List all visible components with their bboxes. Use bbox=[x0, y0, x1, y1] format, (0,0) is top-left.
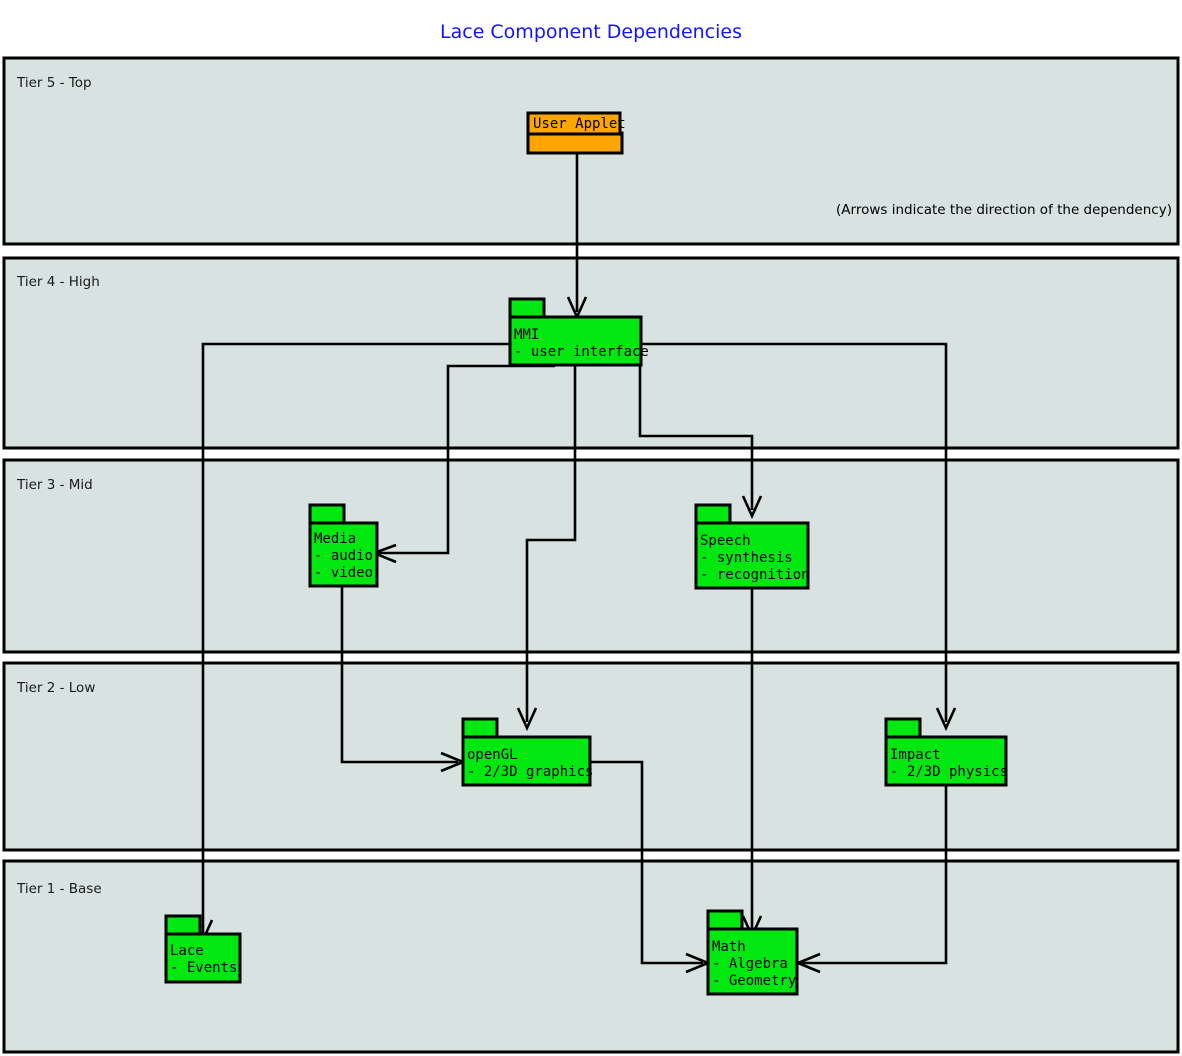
impact-tab bbox=[884, 717, 922, 740]
dependency-connectors bbox=[193, 153, 957, 974]
mmi-body bbox=[508, 315, 643, 367]
speech-tab bbox=[694, 503, 732, 526]
impact-name: Impact bbox=[890, 747, 941, 763]
connector-mmi-lace bbox=[201, 342, 510, 935]
media-name: Media bbox=[314, 531, 356, 547]
tier-4-label: Tier 4 - High bbox=[16, 274, 100, 290]
connector-media-opengl bbox=[340, 586, 458, 764]
mmi-detail-0: - user interface bbox=[514, 344, 649, 360]
connector-mmi-speech bbox=[638, 344, 754, 510]
lace-tab bbox=[164, 914, 202, 937]
package-lace[interactable]: Lace - Events bbox=[164, 914, 242, 984]
math-detail-1: - Geometry bbox=[712, 973, 796, 989]
package-mmi[interactable]: MMI - user interface bbox=[508, 297, 649, 367]
arrow-direction-note: (Arrows indicate the direction of the de… bbox=[836, 202, 1172, 218]
connector-mmi-media bbox=[378, 364, 555, 555]
impact-detail-0: - 2/3D physics bbox=[890, 764, 1008, 780]
mmi-tab bbox=[508, 297, 546, 320]
tier-5-label: Tier 5 - Top bbox=[16, 75, 92, 91]
math-tab bbox=[706, 909, 744, 932]
media-detail-0: - audio bbox=[314, 548, 373, 564]
package-media[interactable]: Media - audio - video bbox=[308, 503, 379, 588]
tier-2-label: Tier 2 - Low bbox=[16, 680, 95, 696]
connector-mmi-impact bbox=[640, 342, 948, 722]
package-impact[interactable]: Impact - 2/3D physics bbox=[884, 717, 1008, 787]
math-detail-0: - Algebra bbox=[712, 956, 788, 972]
media-body bbox=[308, 521, 379, 588]
arrowhead-speech-top bbox=[741, 495, 763, 520]
tier-3-group: Tier 3 - Mid bbox=[2, 458, 1180, 654]
user-applet-tab bbox=[526, 111, 622, 136]
opengl-name: openGL bbox=[467, 747, 518, 763]
math-name: Math bbox=[712, 939, 746, 955]
lace-detail-0: - Events bbox=[170, 960, 237, 976]
opengl-detail-0: - 2/3D graphics bbox=[467, 764, 593, 780]
tier-3-container bbox=[2, 458, 1180, 654]
arrowhead-opengl-top bbox=[516, 707, 538, 732]
user-applet-body bbox=[526, 131, 624, 155]
speech-detail-1: - recognition bbox=[700, 567, 810, 583]
diagram-title: Lace Component Dependencies bbox=[440, 21, 742, 43]
package-math[interactable]: Math - Algebra - Geometry bbox=[706, 909, 799, 996]
math-body bbox=[706, 927, 799, 996]
package-user-applet[interactable]: User Applet bbox=[526, 111, 626, 155]
lace-body bbox=[164, 932, 242, 984]
opengl-tab bbox=[461, 717, 499, 740]
connector-impact-math bbox=[802, 786, 948, 965]
tier-1-label: Tier 1 - Base bbox=[16, 881, 102, 897]
lace-name: Lace bbox=[170, 943, 204, 959]
media-tab bbox=[308, 503, 346, 526]
package-opengl[interactable]: openGL - 2/3D graphics bbox=[461, 717, 593, 787]
user-applet-name: User Applet bbox=[533, 116, 626, 132]
package-speech[interactable]: Speech - synthesis - recognition bbox=[694, 503, 810, 590]
speech-body bbox=[694, 521, 810, 590]
mmi-name: MMI bbox=[514, 327, 539, 343]
speech-name: Speech bbox=[700, 533, 751, 549]
speech-detail-0: - synthesis bbox=[700, 550, 793, 566]
tier-3-label: Tier 3 - Mid bbox=[16, 477, 93, 493]
connector-mmi-opengl bbox=[525, 366, 577, 722]
opengl-body bbox=[461, 735, 592, 787]
media-detail-1: - video bbox=[314, 565, 373, 581]
impact-body bbox=[884, 735, 1008, 787]
connector-opengl-math bbox=[591, 760, 703, 965]
arrowhead-impact-top bbox=[935, 707, 957, 732]
